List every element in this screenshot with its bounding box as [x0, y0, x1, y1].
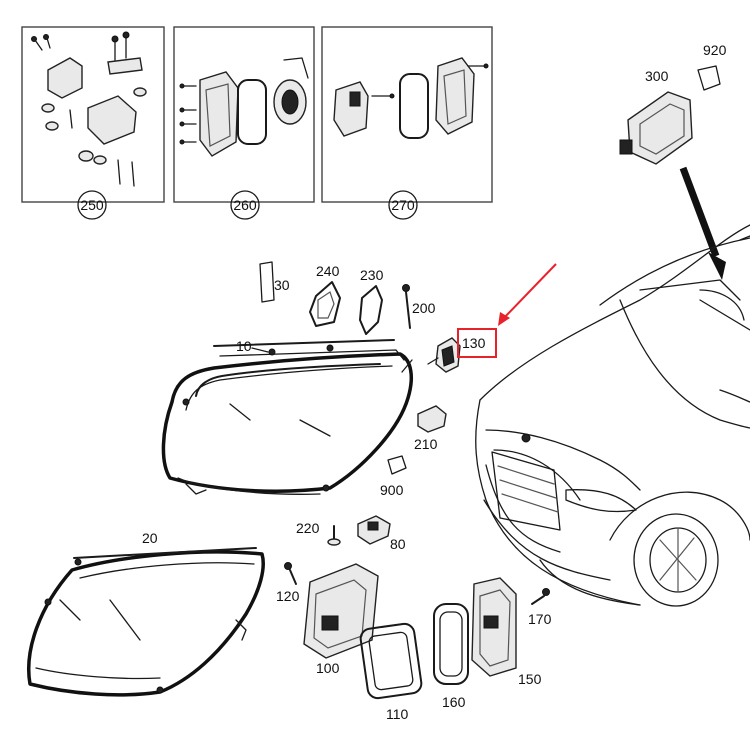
part-30: 30	[259, 261, 290, 303]
label-240: 240	[316, 263, 340, 279]
headlight-10: 10	[161, 338, 414, 495]
vehicle-outline	[475, 224, 750, 607]
label-200: 200	[412, 300, 436, 316]
part-240: 240	[309, 263, 341, 327]
sensor-location-arrow	[679, 166, 720, 258]
kit-label-260: 260	[233, 197, 257, 213]
label-80: 80	[390, 536, 406, 552]
label-150: 150	[518, 671, 542, 687]
kit-box-260: 260	[173, 26, 315, 220]
headlight-20: 20	[27, 530, 265, 697]
highlight-box-130	[457, 328, 497, 358]
sensor-300: 920 300	[619, 42, 727, 165]
label-920: 920	[703, 42, 727, 58]
part-220-screw: 220	[296, 520, 341, 546]
kit-box-270: 270	[321, 26, 493, 220]
part-160-gasket: 160	[433, 603, 469, 710]
label-110: 110	[386, 706, 409, 722]
part-100-control-unit: 100	[303, 563, 379, 676]
part-900: 900	[380, 455, 407, 498]
kit-label-250: 250	[80, 197, 104, 213]
part-80: 80	[357, 515, 406, 552]
label-160: 160	[442, 694, 466, 710]
label-210: 210	[414, 436, 438, 452]
part-200-screw: 200	[402, 284, 436, 329]
part-150-module: 150	[471, 577, 542, 687]
label-900: 900	[380, 482, 404, 498]
part-120-screw: 120	[276, 562, 300, 604]
part-210: 210	[414, 405, 447, 452]
label-10: 10	[236, 338, 252, 354]
label-170: 170	[528, 611, 552, 627]
part-110-gasket: 110	[359, 622, 423, 722]
label-300: 300	[645, 68, 669, 84]
label-230: 230	[360, 267, 384, 283]
label-120: 120	[276, 588, 300, 604]
label-20: 20	[142, 530, 158, 546]
kit-box-250: 250	[21, 26, 165, 220]
part-170-screw: 170	[528, 588, 552, 627]
kit-label-270: 270	[391, 197, 415, 213]
label-100: 100	[316, 660, 340, 676]
label-130: 130	[462, 335, 486, 351]
highlight-arrow	[501, 263, 557, 321]
label-30: 30	[274, 277, 290, 293]
part-130-socket: 130	[427, 328, 497, 373]
label-220: 220	[296, 520, 320, 536]
part-230: 230	[359, 267, 384, 335]
